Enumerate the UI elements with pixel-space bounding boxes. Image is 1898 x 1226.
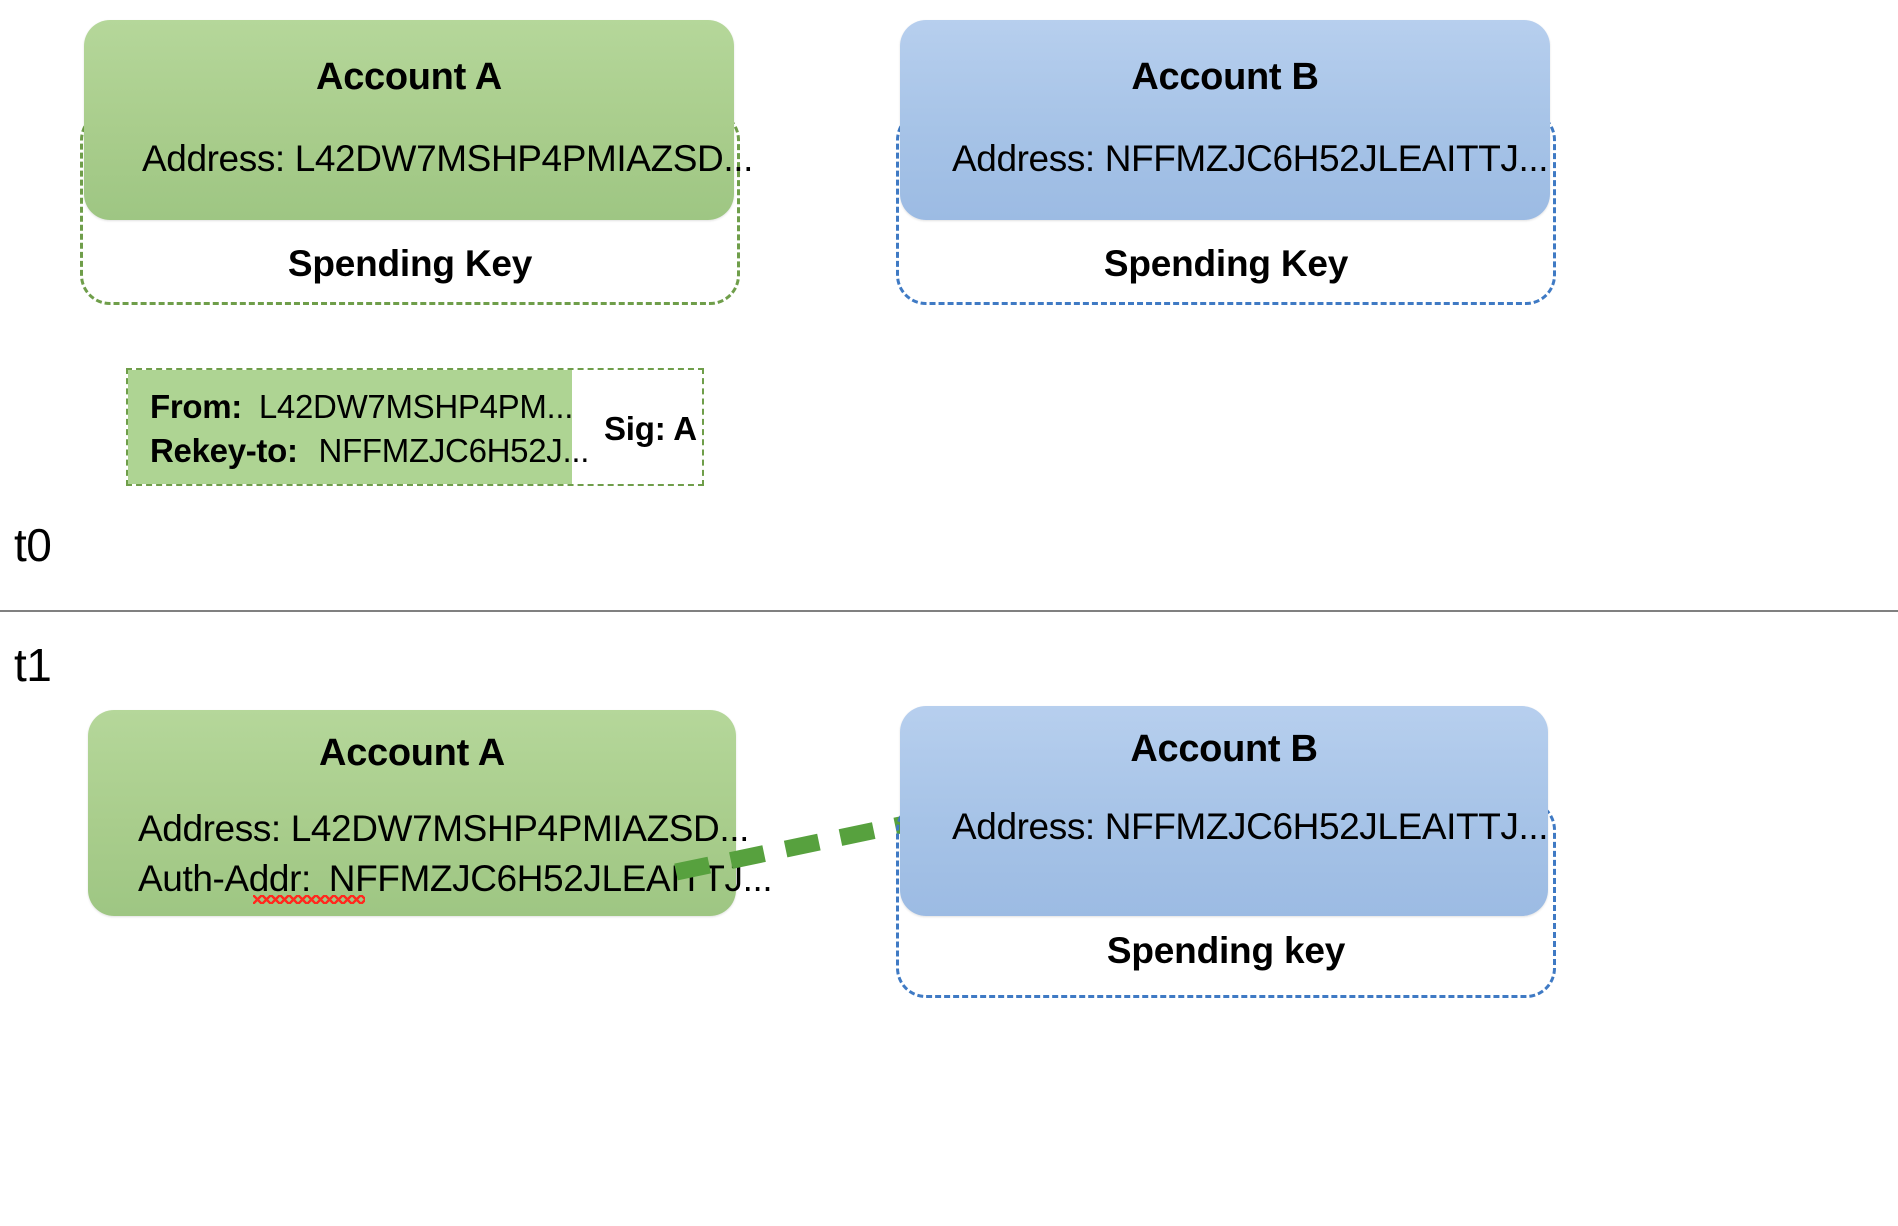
transaction-payload-fill: [128, 370, 572, 484]
timeline-divider: [0, 610, 1898, 612]
t1-account-a-box: Account A Address: L42DW7MSHP4PMIAZSD...…: [88, 710, 773, 916]
t1-account-b-box: Account B Address: NFFMZJC6H52JLEAITTJ..…: [900, 706, 1549, 916]
t1-account-a-auth-addr-label: Auth-Addr:: [138, 858, 311, 899]
t0-account-a-spending-key-label: Spending Key: [287, 243, 533, 284]
timeline-label-t0: t0: [14, 519, 52, 571]
t1-account-a-address: Address: L42DW7MSHP4PMIAZSD...: [138, 808, 750, 849]
t0-account-b-title: Account B: [1131, 56, 1319, 98]
t0-account-b-box: Account B Address: NFFMZJC6H52JLEAITTJ..…: [900, 20, 1550, 220]
t1-account-b-title: Account B: [1130, 728, 1318, 770]
t0-account-a-address: Address: L42DW7MSHP4PMIAZSD...: [142, 138, 754, 179]
transaction-from-value: L42DW7MSHP4PM...: [258, 388, 574, 425]
t1-account-b-spending-key-label: Spending key: [1106, 930, 1346, 971]
t0-account-b-spending-key-label: Spending Key: [1103, 243, 1349, 284]
t0-account-a-box: Account A Address: L42DW7MSHP4PMIAZSD...: [84, 20, 753, 220]
t0-transaction-box: From: L42DW7MSHP4PM... Rekey-to: NFFMZJC…: [126, 368, 704, 486]
t0-account-a-title: Account A: [316, 56, 502, 98]
spellcheck-squiggle-icon: [253, 895, 365, 904]
timeline-label-t1: t1: [14, 639, 52, 691]
transaction-rekey-to-value: NFFMZJC6H52J...: [318, 432, 590, 469]
transaction-rekey-row: Rekey-to: NFFMZJC6H52J...: [150, 432, 589, 470]
t0-account-b-address: Address: NFFMZJC6H52JLEAITTJ...: [952, 138, 1549, 179]
t1-account-b-address: Address: NFFMZJC6H52JLEAITTJ...: [952, 806, 1549, 847]
transaction-signature-label: Sig: A: [604, 410, 697, 447]
transaction-from-label: From:: [150, 388, 242, 425]
transaction-from-row: From: L42DW7MSHP4PM...: [150, 388, 573, 426]
t1-account-a-title: Account A: [319, 732, 505, 774]
transaction-rekey-to-label: Rekey-to:: [150, 432, 298, 469]
